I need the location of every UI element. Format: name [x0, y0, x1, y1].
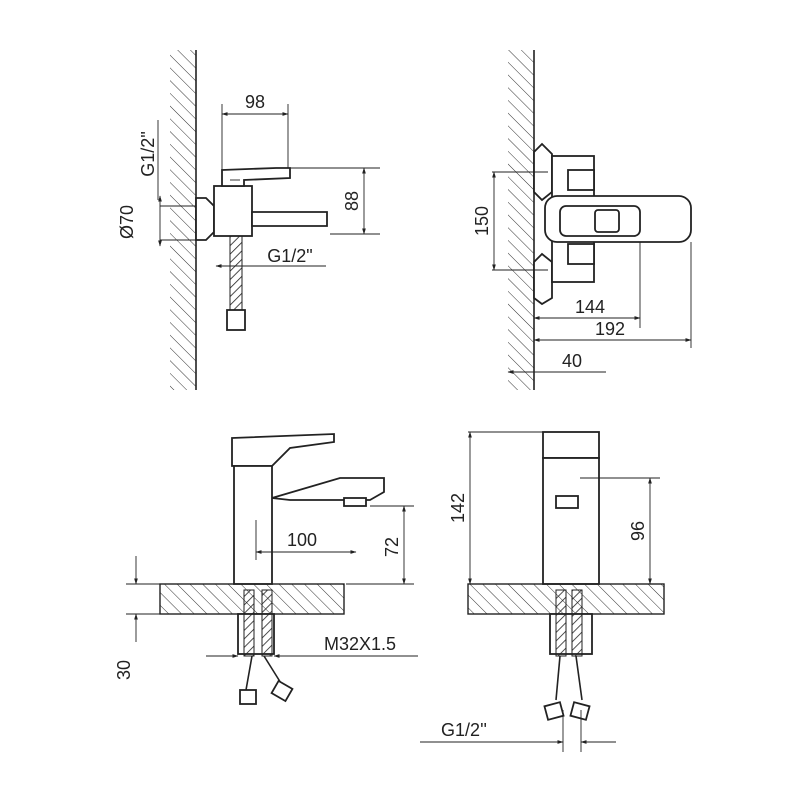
dim-98: 98 — [245, 92, 265, 112]
shank-hose-b — [261, 589, 273, 657]
dim-150: 150 — [472, 206, 492, 236]
dim-96: 96 — [628, 521, 648, 541]
shank-hose-a — [243, 589, 255, 657]
basin-side-view: 100 72 30 M32X1.5 — [114, 433, 418, 705]
dim-g12-inlet: G1/2" — [138, 131, 158, 176]
dim-40: 40 — [562, 351, 582, 371]
dim-g12-hose: G1/2" — [267, 246, 312, 266]
dim-g12-front: G1/2'' — [441, 720, 487, 740]
front-hose-b — [571, 589, 583, 657]
wall-section — [170, 50, 196, 390]
dim-diameter-70: Ø70 — [117, 205, 137, 239]
wall-front-view: 150 144 192 40 — [472, 50, 692, 390]
dim-192: 192 — [595, 319, 625, 339]
dim-142: 142 — [448, 493, 468, 523]
wall-section-2 — [508, 50, 534, 390]
wall-side-view: 98 88 G1/2" Ø70 G1/2" — [117, 50, 380, 390]
front-hose-a — [555, 589, 567, 657]
dim-m32: M32X1.5 — [324, 634, 396, 654]
dim-30: 30 — [114, 660, 134, 680]
dim-72: 72 — [382, 537, 402, 557]
dim-100: 100 — [287, 530, 317, 550]
dim-144: 144 — [575, 297, 605, 317]
basin-front-view: 142 96 G1/2'' — [420, 431, 665, 752]
dim-88: 88 — [342, 191, 362, 211]
